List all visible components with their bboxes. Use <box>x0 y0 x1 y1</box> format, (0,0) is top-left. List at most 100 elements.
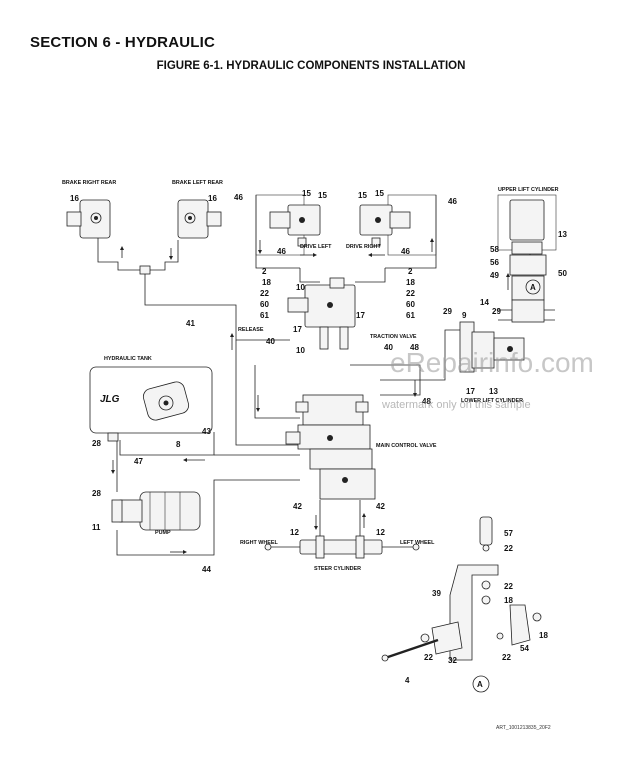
detail-a-marker-upper <box>525 279 541 295</box>
label-right-wheel: RIGHT WHEEL <box>240 540 278 546</box>
callout-48: 48 <box>422 397 431 406</box>
callout-11: 11 <box>92 523 101 532</box>
callout-32: 32 <box>448 656 457 665</box>
traction-valve <box>287 277 356 350</box>
label-hydraulic-tank: HYDRAULIC TANK <box>104 356 152 362</box>
label-steer-cylinder: STEER CYLINDER <box>314 566 361 572</box>
callout-10: 10 <box>296 346 305 355</box>
label-brake-left-rear: BRAKE LEFT REAR <box>172 180 223 186</box>
watermark-sub: watermark only on this sample <box>381 399 531 411</box>
callout-18: 18 <box>539 631 548 640</box>
callout-14: 14 <box>480 298 489 307</box>
callout-46: 46 <box>234 193 243 202</box>
callout-15: 15 <box>302 189 311 198</box>
art-number: ART_1001213835_20F2 <box>496 725 551 731</box>
watermark-main: eRepairinfo.com <box>390 347 594 378</box>
callout-8: 8 <box>176 440 181 449</box>
callout-49: 49 <box>490 271 499 280</box>
pump-motor <box>111 491 201 531</box>
callout-44: 44 <box>202 565 211 574</box>
callout-15: 15 <box>358 191 367 200</box>
callout-9: 9 <box>462 311 467 320</box>
callout-22: 22 <box>502 653 511 662</box>
callout-12: 12 <box>290 528 299 537</box>
label-traction-valve: TRACTION VALVE <box>370 334 417 340</box>
callout-39: 39 <box>432 589 441 598</box>
callout-12: 12 <box>376 528 385 537</box>
callout-22: 22 <box>406 289 415 298</box>
callout-54: 54 <box>520 644 529 653</box>
callout-56: 56 <box>490 258 499 267</box>
callout-58: 58 <box>490 245 499 254</box>
callout-50: 50 <box>558 269 567 278</box>
callout-42: 42 <box>293 502 302 511</box>
brake-right-rear <box>66 199 111 239</box>
label-main-control-valve: MAIN CONTROL VALVE <box>376 443 437 449</box>
callout-16: 16 <box>70 194 79 203</box>
label-release: RELEASE <box>238 327 264 333</box>
callout-4: 4 <box>405 676 410 685</box>
label-upper-lift-cylinder: UPPER LIFT CYLINDER <box>498 187 559 193</box>
callout-57: 57 <box>504 529 513 538</box>
callout-10: 10 <box>296 283 305 292</box>
label-drive-left: DRIVE LEFT <box>300 244 332 250</box>
callout-43: 43 <box>202 427 211 436</box>
label-lower-lift-cylinder: LOWER LIFT CYLINDER <box>461 398 523 404</box>
callout-47: 47 <box>134 457 143 466</box>
callout-15: 15 <box>375 189 384 198</box>
callout-48: 48 <box>410 343 419 352</box>
callout-15: 15 <box>318 191 327 200</box>
callout-28: 28 <box>92 439 101 448</box>
callout-40: 40 <box>384 343 393 352</box>
brake-tee-fitting <box>139 265 151 275</box>
callout-17: 17 <box>466 387 475 396</box>
callout-16: 16 <box>208 194 217 203</box>
callout-13: 13 <box>558 230 567 239</box>
callout-13: 13 <box>489 387 498 396</box>
callout-18: 18 <box>406 278 415 287</box>
callout-42: 42 <box>376 502 385 511</box>
callout-29: 29 <box>443 307 452 316</box>
callout-22: 22 <box>504 544 513 553</box>
callout-numbers: 16 16 46 15 15 15 15 46 46 46 58 56 13 4… <box>70 189 567 685</box>
callout-61: 61 <box>260 311 269 320</box>
callout-17: 17 <box>356 311 365 320</box>
callout-41: 41 <box>186 319 195 328</box>
callout-2: 2 <box>408 267 413 276</box>
detail-a-marker-bottom <box>472 675 490 693</box>
label-brake-right-rear: BRAKE RIGHT REAR <box>62 180 116 186</box>
brake-left-rear <box>177 199 222 239</box>
section-title: SECTION 6 - HYDRAULIC <box>30 34 216 51</box>
label-detail-a-bottom: A <box>477 680 483 689</box>
lower-lift-cylinder <box>459 321 525 373</box>
label-detail-a: A <box>530 283 536 292</box>
callout-60: 60 <box>406 300 415 309</box>
label-pump: PUMP <box>155 530 171 536</box>
upper-lift-cylinder <box>497 194 557 323</box>
drive-motor-right <box>359 194 437 256</box>
component-labels: BRAKE RIGHT REAR BRAKE LEFT REAR DRIVE L… <box>62 180 559 689</box>
main-control-valve <box>285 394 376 500</box>
detail-a-bracket <box>381 516 542 662</box>
callout-18: 18 <box>504 596 513 605</box>
callout-61: 61 <box>406 311 415 320</box>
drive-motor-left <box>255 194 321 256</box>
callout-22: 22 <box>504 582 513 591</box>
hydraulic-tank: JLG <box>89 366 213 442</box>
callout-46: 46 <box>448 197 457 206</box>
callout-17: 17 <box>293 325 302 334</box>
callout-2: 2 <box>262 267 267 276</box>
callout-46: 46 <box>277 247 286 256</box>
callout-29: 29 <box>492 307 501 316</box>
callout-28: 28 <box>92 489 101 498</box>
callout-22: 22 <box>424 653 433 662</box>
callout-40: 40 <box>266 337 275 346</box>
callout-18: 18 <box>262 278 271 287</box>
svg-text:JLG: JLG <box>100 394 120 405</box>
label-drive-right: DRIVE RIGHT <box>346 244 381 250</box>
callout-46: 46 <box>401 247 410 256</box>
callout-60: 60 <box>260 300 269 309</box>
steer-cylinder <box>264 535 420 559</box>
callout-22: 22 <box>260 289 269 298</box>
